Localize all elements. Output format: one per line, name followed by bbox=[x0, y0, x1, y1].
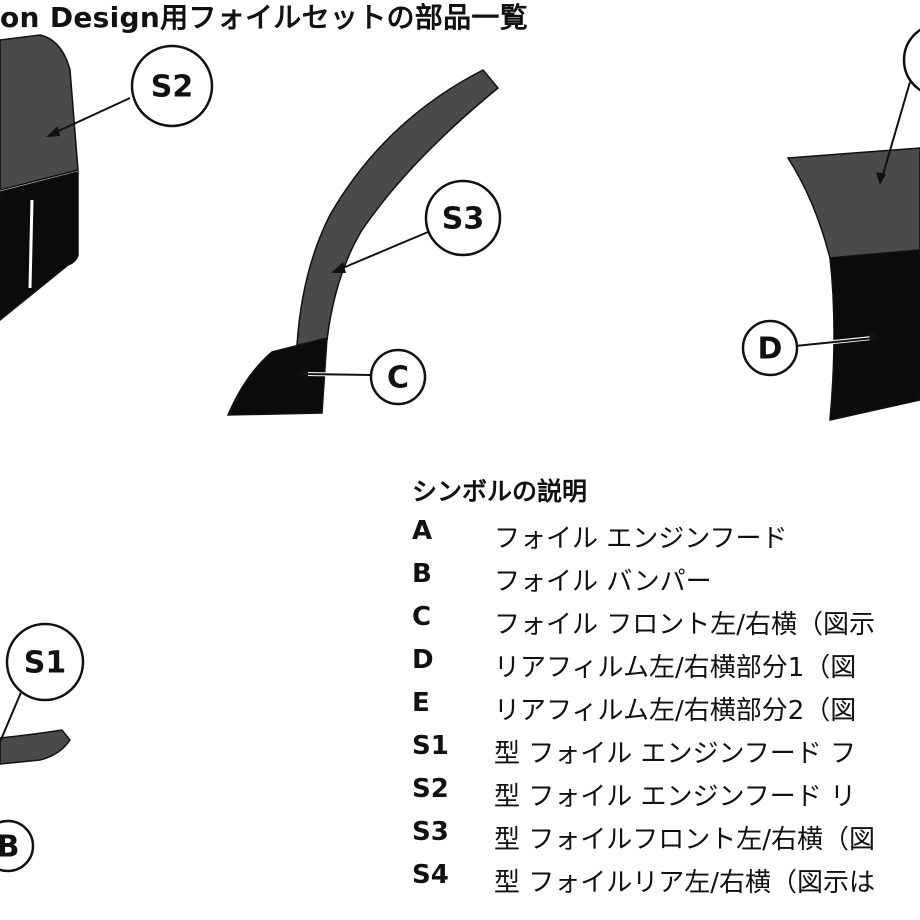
callout-s2-label: S2 bbox=[151, 70, 193, 105]
legend-item-key: S4 bbox=[412, 860, 449, 890]
legend-item: D リアフィルム左/右横部分1（図 bbox=[412, 645, 856, 688]
legend-item-description: リアフィルム左/右横部分2（図 bbox=[494, 696, 857, 726]
legend-item-key: B bbox=[412, 559, 432, 589]
arrow-s1 bbox=[0, 689, 23, 743]
bumper-template-shape bbox=[0, 729, 71, 765]
legend-item-description: リアフィルム左/右横部分1（図 bbox=[494, 653, 857, 683]
hood-part-group bbox=[0, 34, 79, 321]
legend-item-key: A bbox=[412, 516, 433, 546]
legend-item: S2 型 フォイル エンジンフード リ bbox=[412, 774, 856, 817]
rear-side-part-group bbox=[786, 147, 920, 421]
legend-item: C フォイル フロント左/右横（図示 bbox=[412, 602, 875, 645]
legend-item-key: C bbox=[412, 602, 432, 632]
arrow-d bbox=[794, 331, 881, 348]
legend-item-key: D bbox=[412, 645, 434, 675]
legend-item-description: フォイル エンジンフード bbox=[494, 524, 788, 554]
arrow-s3 bbox=[331, 231, 429, 273]
callout-s2: S2 bbox=[130, 44, 214, 128]
legend-list: A フォイル エンジンフード B フォイル バンパー C フォイル フロント左/右横（図示… bbox=[412, 516, 875, 903]
page-title: on Design用フォイルセットの部品一覧 bbox=[0, 1, 528, 34]
front-fender-foil-shape bbox=[226, 337, 328, 416]
legend-item-description: 型 フォイル エンジンフード リ bbox=[494, 782, 857, 812]
hood-template-shape bbox=[0, 34, 79, 191]
rear-side-template-shape bbox=[786, 147, 920, 259]
arrow-s2 bbox=[46, 97, 131, 137]
callout-s4-partial: S bbox=[902, 28, 920, 92]
symbol-legend: シンボルの説明 A フォイル エンジンフード B フォイル バンパー C フォイル フロン… bbox=[412, 472, 875, 903]
callout-s3: S3 bbox=[424, 179, 502, 257]
legend-item-description: フォイル バンパー bbox=[494, 567, 712, 597]
callout-s3-label: S3 bbox=[442, 202, 484, 237]
legend-item-key: E bbox=[412, 688, 430, 718]
hood-foil-divider bbox=[28, 199, 34, 289]
legend-item-key: S1 bbox=[412, 731, 449, 761]
legend-item: B フォイル バンパー bbox=[412, 559, 712, 602]
legend-item-description: 型 フォイル エンジンフード フ bbox=[494, 739, 857, 769]
callout-b-label: B bbox=[0, 830, 19, 865]
legend-item: S4 型 フォイルリア左/右横（図示は bbox=[412, 860, 875, 903]
callout-d-label: D bbox=[758, 332, 783, 367]
callout-c-label: C bbox=[387, 361, 409, 396]
hood-foil-shape bbox=[0, 171, 79, 321]
legend-item-key: S3 bbox=[412, 817, 449, 847]
callout-s1: S1 bbox=[5, 622, 85, 702]
legend-item: E リアフィルム左/右横部分2（図 bbox=[412, 688, 856, 731]
legend-item: S3 型 フォイルフロント左/右横（図 bbox=[412, 817, 875, 860]
legend-item-description: フォイル フロント左/右横（図示 bbox=[494, 610, 876, 640]
legend-item-key: S2 bbox=[412, 774, 449, 804]
bumper-part-group bbox=[0, 729, 71, 765]
arrow-s4 bbox=[876, 81, 911, 185]
legend-item-description: 型 フォイルリア左/右横（図示は bbox=[494, 868, 876, 898]
legend-item: S1 型 フォイル エンジンフード フ bbox=[412, 731, 856, 774]
front-fender-part-group bbox=[226, 69, 500, 416]
callout-c: C bbox=[369, 348, 427, 406]
legend-title: シンボルの説明 bbox=[412, 477, 588, 506]
callout-d: D bbox=[741, 319, 799, 377]
callout-b: B bbox=[0, 819, 35, 873]
legend-item: A フォイル エンジンフード bbox=[412, 516, 788, 559]
arrow-c bbox=[296, 368, 373, 380]
legend-item-description: 型 フォイルフロント左/右横（図 bbox=[494, 825, 876, 855]
callout-s1-label: S1 bbox=[24, 646, 66, 681]
